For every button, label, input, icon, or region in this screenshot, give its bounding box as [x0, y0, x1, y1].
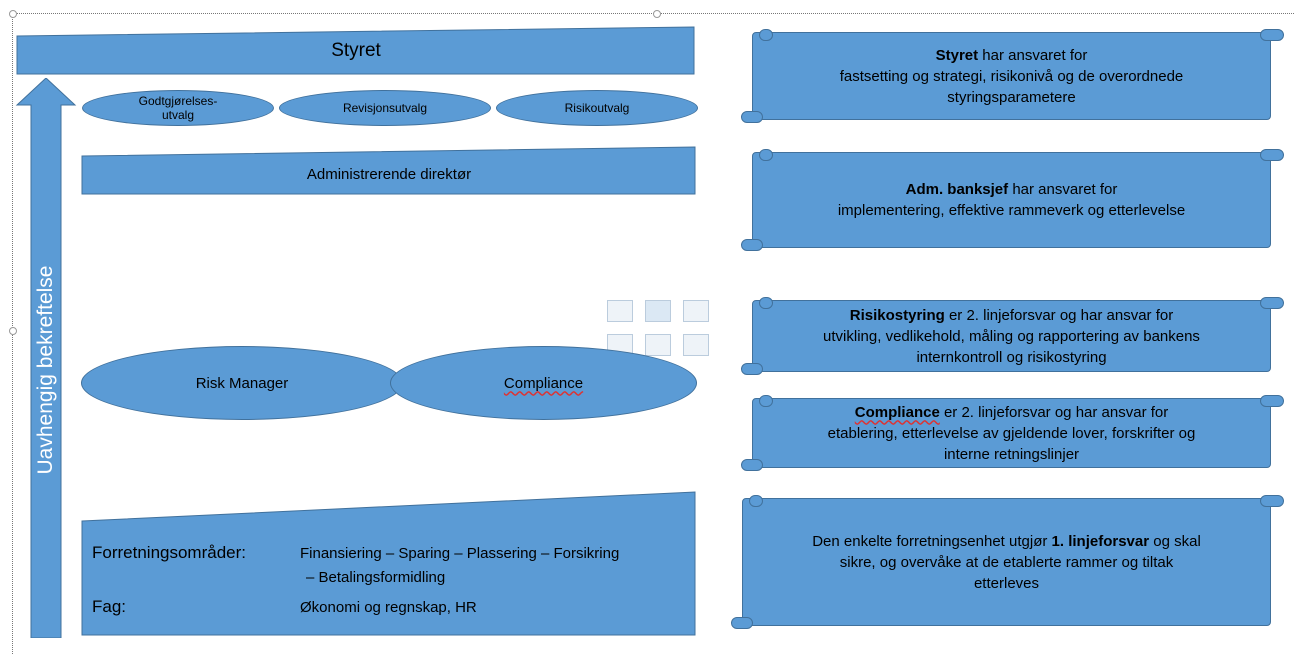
- business-bar-shape[interactable]: [81, 491, 697, 637]
- smartart-icon[interactable]: [683, 300, 709, 322]
- fag-label: Fag:: [92, 597, 127, 616]
- table-icon[interactable]: [607, 300, 633, 322]
- styret-line2: fastsetting og strategi, risikonivå og d…: [839, 67, 1184, 85]
- risikostyring-line3: internkontroll og risikostyring: [916, 348, 1107, 366]
- compliance-bold: Compliance: [854, 403, 940, 421]
- committee-godtgjorelse-label: Godtgjørelses- utvalg: [138, 94, 218, 122]
- fag-value: Økonomi og regnskap, HR: [300, 599, 477, 616]
- committee-risiko[interactable]: Risikoutvalg: [496, 90, 698, 126]
- chart-icon[interactable]: [645, 300, 671, 322]
- compliance-line3: interne retningslinjer: [943, 445, 1080, 463]
- scroll-compliance-text: Compliance er 2. linjeforsvar og har ans…: [828, 402, 1196, 465]
- committee-revisjon[interactable]: Revisjonsutvalg: [279, 90, 491, 126]
- scroll-curl: [1260, 495, 1284, 507]
- business-areas-value-2: – Betalingsformidling: [306, 569, 446, 586]
- scroll-curl: [741, 239, 763, 251]
- compliance-rest: er 2. linjeforsvar og har ansvar for: [939, 403, 1169, 421]
- scroll-styret[interactable]: Styret har ansvaret for fastsetting og s…: [741, 29, 1284, 123]
- scroll-curl: [741, 363, 763, 375]
- resize-handle-top-mid[interactable]: [653, 10, 661, 18]
- video-icon[interactable]: [683, 334, 709, 356]
- scroll-first-line-text: Den enkelte forretningsenhet utgjør 1. l…: [812, 531, 1201, 594]
- scroll-curl: [741, 459, 763, 471]
- scroll-curl: [759, 395, 773, 407]
- scroll-curl: [741, 111, 763, 123]
- content-placeholder-icons: [607, 300, 712, 362]
- scroll-first-line[interactable]: Den enkelte forretningsenhet utgjør 1. l…: [731, 495, 1284, 629]
- styret-line3: styringsparametere: [947, 88, 1076, 106]
- first-line-post: og skal: [1149, 532, 1201, 550]
- scroll-risikostyring[interactable]: Risikostyring er 2. linjeforsvar og har …: [741, 297, 1284, 375]
- scroll-curl: [1260, 149, 1284, 161]
- compliance-line2: etablering, etterlevelse av gjeldende lo…: [827, 424, 1196, 442]
- risk-manager-ellipse[interactable]: Risk Manager: [81, 346, 403, 420]
- scroll-risikostyring-text: Risikostyring er 2. linjeforsvar og har …: [823, 305, 1200, 368]
- styret-rest: har ansvaret for: [978, 46, 1088, 64]
- first-line-pre: Den enkelte forretningsenhet utgjør: [812, 532, 1052, 550]
- risk-manager-label: Risk Manager: [195, 374, 289, 392]
- compliance-label: Compliance: [503, 374, 584, 392]
- adm-line2: implementering, effektive rammeverk og e…: [837, 202, 1186, 219]
- scroll-curl: [1260, 395, 1284, 407]
- first-line-bold: 1. linjeforsvar: [1051, 532, 1150, 550]
- resize-handle-left-mid[interactable]: [9, 327, 17, 335]
- scroll-curl: [759, 149, 773, 161]
- scroll-curl: [1260, 297, 1284, 309]
- resize-handle-top-left[interactable]: [9, 10, 17, 18]
- first-line-line3: etterleves: [973, 574, 1040, 592]
- committee-godtgjorelse[interactable]: Godtgjørelses- utvalg: [82, 90, 274, 126]
- first-line-line2: sikre, og overvåke at de etablerte ramme…: [839, 553, 1174, 571]
- styret-bar-shape[interactable]: [16, 26, 696, 76]
- adm-rest: har ansvaret for: [1008, 181, 1118, 198]
- risikostyring-rest: er 2. linjeforsvar og har ansvar for: [944, 306, 1174, 324]
- scroll-adm-text: Adm. banksjef har ansvaret for implement…: [838, 179, 1185, 221]
- risikostyring-bold: Risikostyring: [849, 306, 945, 324]
- business-areas-value-1: Finansiering – Sparing – Plassering – Fo…: [300, 545, 620, 562]
- scroll-curl: [749, 495, 763, 507]
- scroll-curl: [1260, 29, 1284, 41]
- scroll-curl: [759, 297, 773, 309]
- ceo-label: Administrerende direktør: [306, 166, 472, 183]
- scroll-adm[interactable]: Adm. banksjef har ansvaret for implement…: [741, 149, 1284, 251]
- risikostyring-line2: utvikling, vedlikehold, måling og rappor…: [823, 327, 1200, 345]
- adm-bold: Adm. banksjef: [905, 181, 1009, 198]
- independent-confirmation-arrow: [15, 78, 77, 638]
- styret-bold: Styret: [935, 46, 979, 64]
- committee-risiko-label: Risikoutvalg: [564, 101, 630, 115]
- scroll-compliance[interactable]: Compliance er 2. linjeforsvar og har ans…: [741, 395, 1284, 471]
- arrow-label: Uavhengig bekreftelse: [34, 265, 57, 475]
- compliance-ellipse[interactable]: Compliance: [390, 346, 697, 420]
- scroll-styret-text: Styret har ansvaret for fastsetting og s…: [840, 45, 1184, 108]
- ceo-bar-shape[interactable]: [81, 146, 697, 196]
- committee-revisjon-label: Revisjonsutvalg: [342, 101, 428, 115]
- business-areas-label: Forretningsområder:: [92, 543, 247, 562]
- styret-label: Styret: [331, 40, 381, 61]
- scroll-curl: [759, 29, 773, 41]
- online-picture-icon[interactable]: [645, 334, 671, 356]
- scroll-curl: [731, 617, 753, 629]
